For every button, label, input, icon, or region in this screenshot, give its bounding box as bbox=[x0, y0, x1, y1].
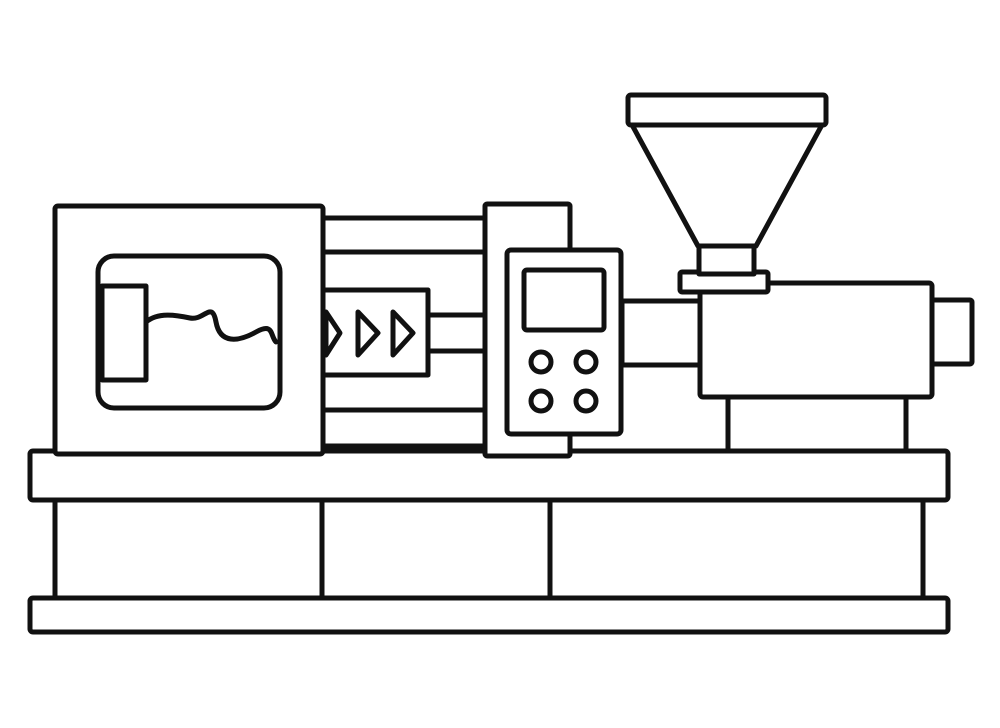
arrow-icon-3 bbox=[390, 309, 416, 358]
machine-base bbox=[27, 448, 951, 635]
mold-insert bbox=[99, 283, 149, 383]
arrow-icon-1 bbox=[323, 309, 343, 358]
injection-barrel bbox=[697, 280, 935, 400]
hopper-funnel bbox=[628, 120, 826, 249]
tie-bar-top bbox=[319, 215, 490, 255]
control-button-1 bbox=[528, 349, 554, 375]
piston-rod bbox=[425, 312, 491, 354]
control-panel bbox=[504, 247, 624, 437]
control-button-4 bbox=[573, 388, 599, 414]
hopper-neck bbox=[696, 243, 757, 277]
injection-unit bbox=[697, 280, 975, 400]
injection-direction-indicator bbox=[319, 287, 431, 378]
control-button-3 bbox=[528, 388, 554, 414]
base-cabinet bbox=[52, 497, 926, 601]
arrow-icon-2 bbox=[355, 309, 381, 358]
tie-bar-bottom bbox=[319, 407, 490, 449]
hopper-lid bbox=[625, 92, 829, 128]
molten-flow-line bbox=[143, 309, 279, 345]
clamp-unit bbox=[52, 203, 326, 457]
control-screen bbox=[521, 267, 607, 333]
control-button-2 bbox=[573, 349, 599, 375]
injection-unit-support bbox=[725, 393, 909, 454]
material-hopper bbox=[625, 92, 829, 295]
base-bottom-rail bbox=[27, 595, 951, 635]
barrel-end-cap bbox=[927, 297, 975, 367]
nozzle-connector bbox=[619, 298, 703, 368]
